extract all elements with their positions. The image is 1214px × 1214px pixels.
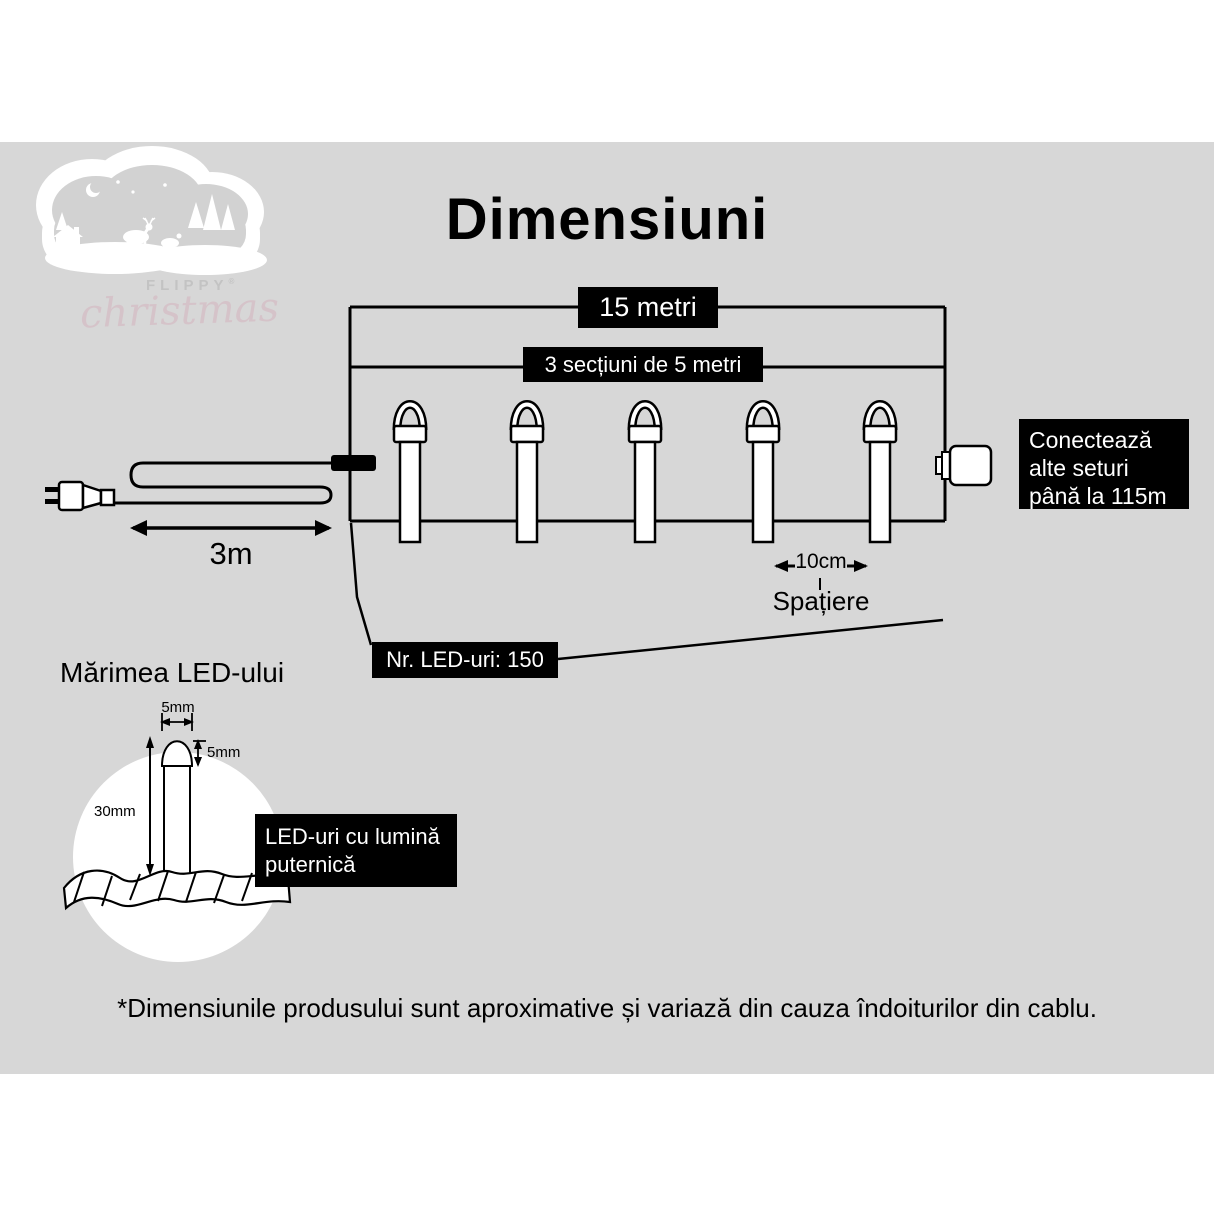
disclaimer-text: *Dimensiunile produsului sunt aproximati… (117, 993, 1097, 1023)
deer-icon (123, 217, 182, 252)
led-lens (160, 740, 194, 767)
spacing-arrows (774, 560, 868, 590)
led-bulb (392, 400, 428, 544)
logo-brand: FLIPPY® (146, 277, 234, 294)
connect-note-label: Conectează alte seturi până la 115m (1019, 419, 1189, 509)
house-icon (53, 225, 83, 254)
power-plug (45, 480, 116, 512)
sections-label: 3 secțiuni de 5 metri (523, 347, 763, 382)
led-width-label: 5mm (161, 699, 195, 716)
logo-scene (36, 146, 267, 275)
dimension-arrow-30mm (146, 736, 154, 876)
led-stem (163, 765, 191, 877)
led-height-label: 30mm (94, 803, 136, 820)
moon-icon (86, 181, 102, 197)
end-connector (935, 444, 993, 487)
led-lens-label: 5mm (207, 744, 241, 761)
snow-hill (143, 245, 267, 275)
registered-mark: ® (228, 277, 235, 286)
dimension-arrow-3m (130, 520, 332, 536)
twisted-wire (62, 869, 292, 911)
lead-length-label: 3m (209, 536, 253, 571)
pine-trees-icon (56, 194, 235, 230)
led-bulb (509, 400, 545, 544)
total-length-label: 15 metri (578, 287, 718, 328)
led-zoom (62, 713, 292, 962)
lead-wire-coil (112, 461, 350, 505)
spacing-value-label: 10cm (795, 550, 847, 573)
led-bulb (862, 400, 898, 544)
led-brightness-note-label: LED-uri cu lumină puternică (255, 814, 457, 887)
inline-connector (331, 455, 376, 471)
led-count-pointer (349, 522, 944, 661)
led-bulb (627, 400, 663, 544)
dimension-arrow-5mm-lens (193, 739, 206, 767)
led-bulb (745, 400, 781, 544)
page-title: Dimensiuni (445, 187, 769, 252)
led-count-label: Nr. LED-uri: 150 (372, 642, 558, 678)
stars-icon (76, 174, 167, 194)
led-size-heading: Mărimea LED-ului (60, 657, 285, 688)
logo-script: christmas (79, 284, 280, 338)
dimension-arrow-5mm-width (160, 713, 194, 731)
spacing-title-label: Spațiere (772, 586, 870, 616)
logo-brand-text: FLIPPY (146, 277, 229, 294)
